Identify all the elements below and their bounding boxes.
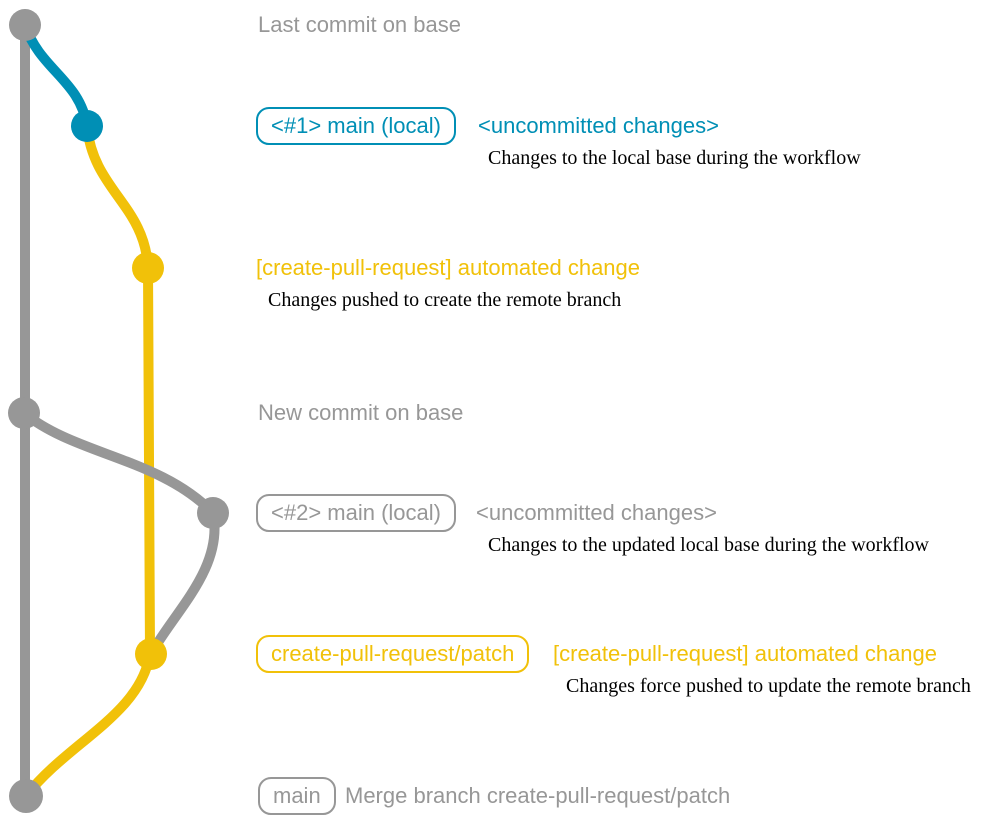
branch-badge-main-local-2: <#2> main (local)	[256, 494, 456, 532]
branch-badge-patch: create-pull-request/patch	[256, 635, 530, 673]
commit-node-automated-1	[132, 252, 164, 284]
commit-message-automated-2: [create-pull-request] automated change	[553, 641, 938, 666]
commit-message-automated-1: [create-pull-request] automated change	[256, 255, 641, 280]
description-uncommitted-2: Changes to the updated local base during…	[488, 534, 929, 556]
description-uncommitted-1: Changes to the local base during the wor…	[488, 147, 861, 169]
local-main-branch-curve-2	[19, 408, 218, 518]
commit-node-uncommitted-2	[197, 497, 229, 529]
local-main-branch-curve-1	[20, 20, 92, 131]
description-automated-1: Changes pushed to create the remote bran…	[268, 289, 622, 311]
last-commit-label: Last commit on base	[258, 12, 461, 37]
commit-node-new-base	[8, 397, 40, 429]
new-commit-label: New commit on base	[258, 400, 464, 425]
commit-node-last-base	[9, 9, 41, 41]
patch-rebase-curve	[146, 508, 220, 659]
branch-badge-main: main	[258, 777, 336, 815]
commit-node-merge	[9, 779, 43, 813]
commit-message-uncommitted-2: <uncommitted changes>	[476, 500, 717, 525]
commit-node-automated-2	[135, 638, 167, 670]
commit-message-uncommitted-1: <uncommitted changes>	[478, 113, 719, 138]
patch-branch-line	[143, 263, 155, 659]
commit-message-merge: Merge branch create-pull-request/patch	[345, 783, 731, 808]
branch-badge-main-local-1: <#1> main (local)	[256, 107, 456, 145]
patch-merge-curve	[21, 649, 155, 801]
description-automated-2: Changes force pushed to update the remot…	[566, 675, 971, 697]
commit-node-uncommitted-1	[71, 110, 103, 142]
patch-branch-curve-1	[82, 121, 153, 273]
